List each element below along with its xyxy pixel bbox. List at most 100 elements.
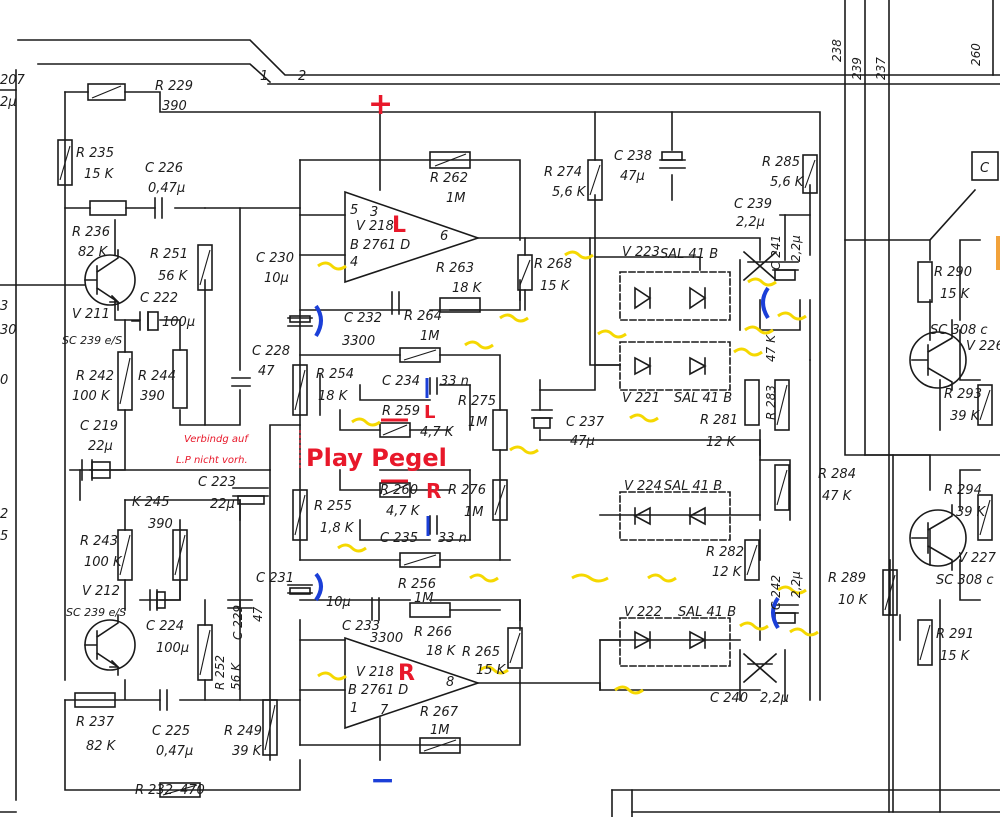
- resistor-r264: [439, 297, 481, 313]
- label-r284: R 284: [818, 467, 856, 482]
- resistor-r251: [197, 244, 213, 291]
- opamp-r-mark: R: [398, 661, 415, 686]
- label-c226v: 0,47µ: [148, 181, 185, 196]
- label-c228: C 228: [252, 344, 290, 359]
- label-v224: V 224: [624, 479, 662, 494]
- label-c237: C 237: [566, 415, 605, 430]
- edge-label: 3: [0, 299, 8, 314]
- bus-label: 260: [969, 43, 983, 66]
- label-r243v: 100 K: [84, 555, 123, 570]
- capacitor-c238: [659, 159, 686, 169]
- label-r263v: 18 K: [452, 281, 483, 296]
- capacitor-c234: [429, 377, 438, 395]
- r259-mark: L: [424, 402, 435, 423]
- label-r252: R 252: [213, 655, 227, 690]
- label-r235: R 235: [76, 146, 114, 161]
- label-r262v: 1M: [446, 191, 466, 206]
- capacitor-c233: [371, 597, 380, 621]
- play-pegel-label: Play Pegel: [306, 444, 447, 472]
- resistor-r237: [74, 692, 116, 708]
- label-r249v: 39 K: [232, 744, 263, 759]
- label-r254v: 18 K: [318, 389, 349, 404]
- label-r245v: 390: [148, 517, 173, 532]
- label-pin4: 4: [350, 255, 358, 270]
- label-c232: C 232: [344, 311, 382, 326]
- capacitor-c222: [131, 311, 149, 331]
- label-v222: V 222: [624, 605, 662, 620]
- label-r265v: 15 K: [476, 663, 507, 678]
- label-r262: R 262: [430, 171, 468, 186]
- resistor-r243: [117, 529, 133, 581]
- label-c234: C 234: [382, 374, 420, 389]
- label-r232: R 232: [135, 783, 173, 798]
- resistor-r229: [87, 83, 126, 101]
- resistor-r236: [89, 200, 127, 216]
- label-r243: R 243: [80, 534, 118, 549]
- edge-label: 207: [0, 73, 26, 88]
- label-c233v: 3300: [370, 631, 403, 646]
- label-v211t: SC 239 e/S: [62, 334, 122, 347]
- label-r236: R 236: [72, 225, 110, 240]
- capacitor-c231: [287, 584, 313, 594]
- label-r294: R 294: [944, 483, 982, 498]
- label-c230v: 10µ: [264, 271, 289, 286]
- label-v212t: SC 239 e/S: [66, 606, 126, 619]
- edge-label: 5: [0, 529, 8, 544]
- resistor-r283: [774, 379, 790, 431]
- bus-label: 1: [260, 69, 268, 84]
- label-r267v: 1M: [430, 723, 450, 738]
- transistor-x-top: [742, 250, 778, 282]
- resistor-r275: [492, 409, 508, 451]
- bus-label: 237: [874, 57, 888, 80]
- label-r251: R 251: [150, 247, 188, 262]
- diode-blocks: [619, 250, 778, 684]
- label-v218r: V 218: [356, 665, 394, 680]
- label-r259: R 259: [382, 404, 420, 419]
- label-r291v: 15 K: [940, 649, 971, 664]
- resistor-r294: [977, 494, 993, 541]
- label-c224: C 224: [146, 619, 184, 634]
- minus-mark: −: [370, 763, 395, 798]
- label-v224t: SAL 41 B: [664, 479, 722, 494]
- label-pin3: 3: [370, 205, 378, 220]
- label-c229: C 229: [231, 605, 245, 640]
- label-c225: C 225: [152, 724, 190, 739]
- label-r265: R 265: [462, 645, 500, 660]
- label-v227t: SC 308 c: [936, 573, 994, 588]
- resistor-r255: [399, 552, 441, 568]
- label-r244: R 244: [138, 369, 176, 384]
- label-c241v: 2,2µ: [789, 235, 803, 262]
- bus-label: 238: [830, 39, 844, 62]
- label-r256v: 1M: [414, 591, 434, 606]
- label-v211: V 211: [72, 307, 110, 322]
- label-r249: R 249: [224, 724, 262, 739]
- label-v222t: SAL 41 B: [678, 605, 736, 620]
- note-line-1: Verbindg auf: [184, 434, 249, 445]
- label-r242: R 242: [76, 369, 114, 384]
- label-r281: R 281: [700, 413, 738, 428]
- resistor-r290: [917, 261, 933, 303]
- label-c240v: 2,2µ: [760, 691, 789, 706]
- label-c219v: 22µ: [88, 439, 113, 454]
- capacitor-c237: [531, 409, 553, 419]
- label-v218l: V 218: [356, 219, 394, 234]
- r260-mark: R: [426, 479, 441, 503]
- label-c228v: 47: [258, 364, 275, 379]
- capacitor-c228: [231, 377, 251, 387]
- label-c241: C 241: [769, 235, 783, 270]
- resistor-r235: [57, 139, 73, 186]
- resistor-r265: [507, 627, 523, 669]
- resistor-r284: [774, 464, 790, 511]
- capacitor-c225: [159, 689, 168, 711]
- label-v226: V 226: [966, 339, 1000, 354]
- label-c232v: 3300: [342, 334, 375, 349]
- labels: 207 2µ 3 30 0 2 5 1 2 238 239 237 260 C …: [0, 39, 1000, 798]
- resistor-r249: [262, 699, 278, 756]
- resistor-r254: [292, 364, 308, 416]
- label-r282v: 12 K: [712, 565, 743, 580]
- resistor-r281: [744, 379, 760, 426]
- label-r293v: 39 K: [950, 409, 981, 424]
- label-r281v: 12 K: [706, 435, 737, 450]
